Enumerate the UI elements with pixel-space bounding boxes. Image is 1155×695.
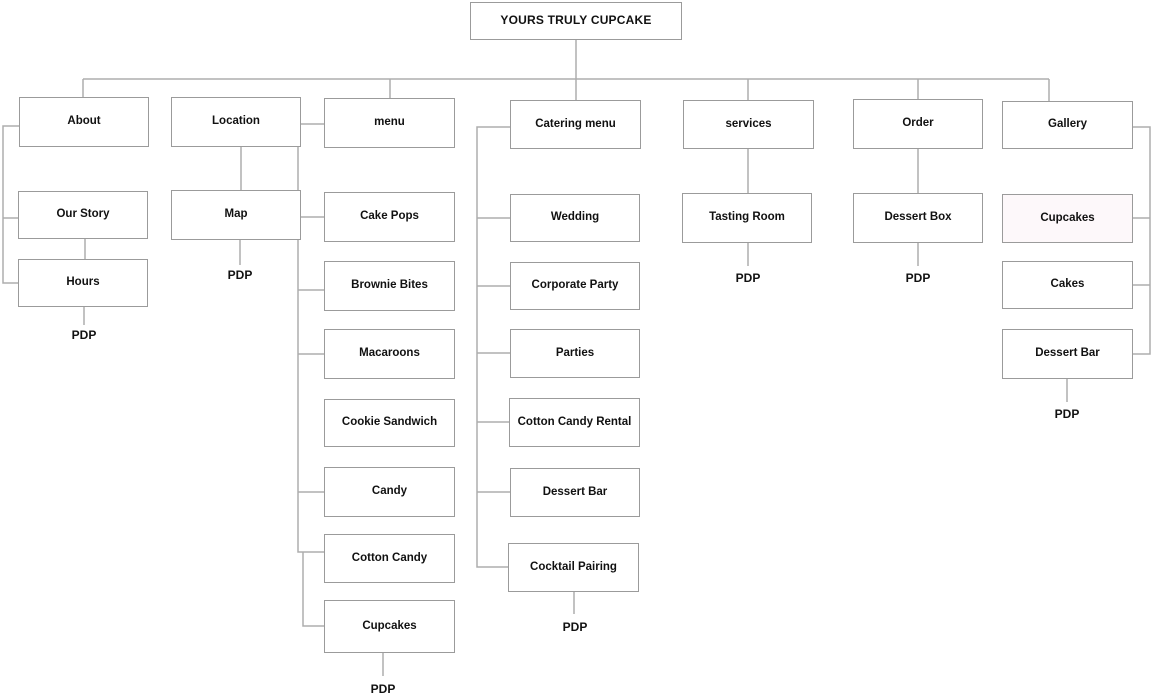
node-menu[interactable]: menu xyxy=(324,98,455,148)
node-candy[interactable]: Candy xyxy=(324,467,455,517)
pdp-hours: PDP xyxy=(71,328,97,342)
node-label-cocktail-pairing: Cocktail Pairing xyxy=(530,560,617,573)
node-label-cupcakes-gallery: Cupcakes xyxy=(1040,211,1095,224)
node-cotton-candy[interactable]: Cotton Candy xyxy=(324,534,455,583)
connector-about-bracket xyxy=(2,125,19,284)
node-label-hours: Hours xyxy=(66,276,100,289)
node-label-yours-truly-cupcake: YOURS TRULY CUPCAKE xyxy=(500,13,652,28)
pdp-dessert-bar-gallery: PDP xyxy=(1054,407,1080,421)
node-label-candy: Candy xyxy=(371,485,408,498)
pdp-cupcakes-menu: PDP xyxy=(370,682,396,695)
node-label-cakes: Cakes xyxy=(1050,278,1085,291)
node-label-location: Location xyxy=(212,115,260,128)
node-dessert-box[interactable]: Dessert Box xyxy=(853,193,983,243)
node-corporate-party[interactable]: Corporate Party xyxy=(510,262,640,310)
node-cotton-candy-rental[interactable]: Cotton Candy Rental xyxy=(509,398,640,447)
node-location[interactable]: Location xyxy=(171,97,301,147)
node-order[interactable]: Order xyxy=(853,99,983,149)
node-label-our-story: Our Story xyxy=(56,208,110,221)
node-cakes[interactable]: Cakes xyxy=(1002,261,1133,309)
pdp-map: PDP xyxy=(227,268,253,282)
node-cocktail-pairing[interactable]: Cocktail Pairing xyxy=(508,543,639,592)
node-label-brownie-bites: Brownie Bites xyxy=(351,279,428,292)
node-label-gallery: Gallery xyxy=(1048,118,1087,131)
node-cake-pops[interactable]: Cake Pops xyxy=(324,192,455,242)
node-hours[interactable]: Hours xyxy=(18,259,148,307)
connector-menu-bracket xyxy=(297,123,324,627)
node-map[interactable]: Map xyxy=(171,190,301,240)
node-label-parties: Parties xyxy=(555,346,595,359)
pdp-cocktail-pairing: PDP xyxy=(562,620,588,634)
node-label-dessert-box: Dessert Box xyxy=(884,211,952,224)
node-services[interactable]: services xyxy=(683,100,814,149)
node-label-menu: menu xyxy=(374,116,405,129)
node-cupcakes-menu[interactable]: Cupcakes xyxy=(324,600,455,653)
node-yours-truly-cupcake[interactable]: YOURS TRULY CUPCAKE xyxy=(470,2,682,40)
node-label-dessert-bar-catering: Dessert Bar xyxy=(542,485,608,498)
node-label-catering-menu: Catering menu xyxy=(535,117,616,130)
node-label-order: Order xyxy=(902,117,934,130)
node-gallery[interactable]: Gallery xyxy=(1002,101,1133,149)
pdp-tasting-room: PDP xyxy=(735,271,761,285)
node-label-cookie-sandwich: Cookie Sandwich xyxy=(341,416,438,429)
node-label-macaroons: Macaroons xyxy=(359,347,420,360)
node-label-cake-pops: Cake Pops xyxy=(360,210,419,223)
node-parties[interactable]: Parties xyxy=(510,329,640,378)
node-brownie-bites[interactable]: Brownie Bites xyxy=(324,261,455,311)
node-cookie-sandwich[interactable]: Cookie Sandwich xyxy=(324,399,455,447)
node-label-cupcakes-menu: Cupcakes xyxy=(362,619,417,632)
node-wedding[interactable]: Wedding xyxy=(510,194,640,242)
node-label-cotton-candy: Cotton Candy xyxy=(351,551,428,564)
node-dessert-bar-gallery[interactable]: Dessert Bar xyxy=(1002,329,1133,379)
node-macaroons[interactable]: Macaroons xyxy=(324,329,455,379)
connector-catering-bracket xyxy=(476,126,510,568)
node-label-services: services xyxy=(725,117,772,130)
node-label-tasting-room: Tasting Room xyxy=(709,211,785,224)
node-label-cotton-candy-rental: Cotton Candy Rental xyxy=(517,415,632,428)
node-label-corporate-party: Corporate Party xyxy=(531,279,619,292)
connector-gallery-bracket xyxy=(1133,126,1151,355)
node-our-story[interactable]: Our Story xyxy=(18,191,148,239)
node-dessert-bar-catering[interactable]: Dessert Bar xyxy=(510,468,640,517)
node-about[interactable]: About xyxy=(19,97,149,147)
node-label-wedding: Wedding xyxy=(550,211,600,224)
node-label-dessert-bar-gallery: Dessert Bar xyxy=(1035,347,1100,360)
node-label-map: Map xyxy=(224,208,248,221)
node-cupcakes-gallery[interactable]: Cupcakes xyxy=(1002,194,1133,243)
pdp-dessert-box: PDP xyxy=(905,271,931,285)
node-tasting-room[interactable]: Tasting Room xyxy=(682,193,812,243)
node-catering-menu[interactable]: Catering menu xyxy=(510,100,641,149)
node-label-about: About xyxy=(67,115,101,128)
